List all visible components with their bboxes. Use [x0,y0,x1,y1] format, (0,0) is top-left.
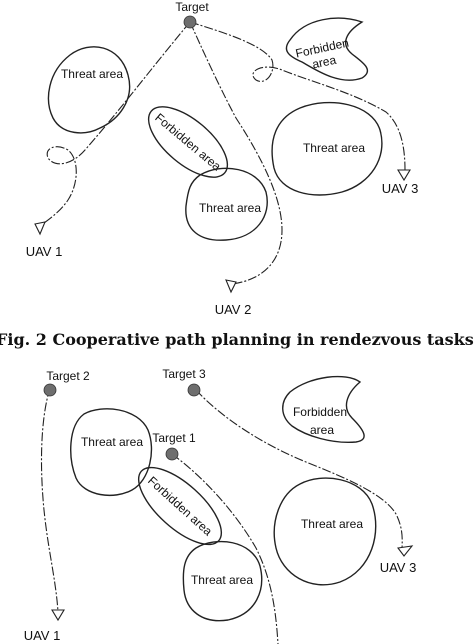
target1-label: Target 1 [152,431,196,445]
uav1-path [40,387,59,613]
threat-area-left-label: Threat area [61,67,123,81]
forbidden-area-boomerang-label-2: area [311,53,338,72]
forbidden-area-ellipse-label: Forbidden area [152,110,224,173]
uav3-path [189,21,406,171]
uav3-marker [397,169,411,182]
uav1-marker [51,609,65,622]
threat-area-center [185,167,268,241]
threat-area-center-label: Threat area [191,573,253,587]
target1-path [171,453,279,644]
target3-marker [187,383,201,397]
forbidden-area-boomerang [282,375,365,444]
figure-caption: Fig. 2 Cooperative path planning in rend… [0,330,474,349]
threat-area-left [70,408,153,497]
target3-label: Target 3 [162,367,206,381]
threat-area-right-label: Threat area [301,517,363,531]
uav1-marker [34,221,46,236]
threat-area-right-label: Threat area [303,141,365,155]
threat-area-right [271,101,383,196]
target-marker [183,15,197,29]
forbidden-area-ellipse [147,106,229,178]
forbidden-area-boomerang [285,17,369,81]
rendezvous-diagram: Threat area Forbidden area Forbidden are… [26,0,419,317]
threat-area-center [182,540,263,622]
forbidden-area-ellipse-label: Forbidden area [145,474,215,539]
target-label: Target [175,0,209,14]
forbidden-area-boomerang-label-2: area [310,423,334,437]
task-assignment-diagram: Threat area Forbidden area Forbidden are… [24,367,417,644]
uav2-label: UAV 2 [215,302,252,317]
target2-label: Target 2 [46,369,90,383]
uav1-path [39,21,191,227]
target1-marker [165,447,179,461]
threat-area-left [47,46,131,134]
uav2-path [189,21,283,285]
uav3-label: UAV 3 [380,560,417,575]
uav1-label: UAV 1 [24,628,61,643]
uav2-marker [225,279,237,294]
uav3-marker [397,545,414,557]
threat-area-left-label: Threat area [81,435,143,449]
target2-marker [43,383,57,397]
forbidden-area-ellipse [137,466,223,546]
uav1-label: UAV 1 [26,244,63,259]
threat-area-right [273,477,377,586]
threat-area-center-label: Threat area [199,201,261,215]
uav3-label: UAV 3 [382,181,419,196]
uav3-path [195,389,403,551]
forbidden-area-boomerang-label-1: Forbidden [293,405,347,419]
